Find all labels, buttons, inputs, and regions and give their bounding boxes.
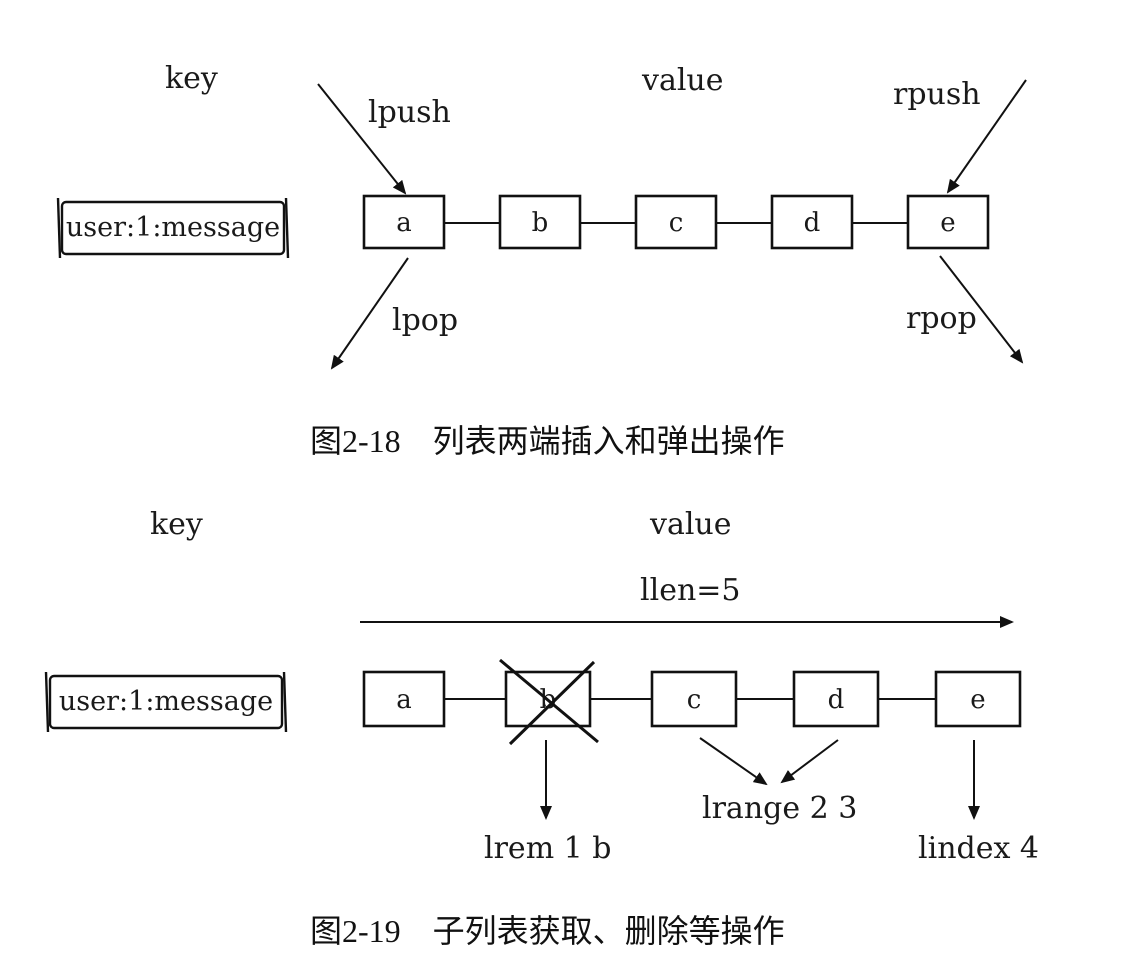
node-label: c [687, 685, 702, 715]
list-node-a: a [362, 194, 446, 250]
key-label: key [165, 61, 218, 96]
key-name: user:1:message [59, 686, 273, 717]
key-label: key [150, 507, 203, 542]
cross-out-mark [499, 658, 599, 744]
list-node-c: c [634, 194, 718, 250]
figure-caption: 图2-18 列表两端插入和弹出操作 [310, 423, 785, 459]
key-name: user:1:message [66, 212, 280, 243]
key-box: user:1:message [56, 197, 290, 259]
rpop-arrow [939, 255, 1024, 364]
node-label: c [669, 208, 684, 238]
lrange-arrow-left [699, 737, 768, 786]
list-node-d: d [792, 670, 880, 728]
lrem-label: lrem 1 b [484, 831, 612, 866]
node-label: e [970, 685, 985, 715]
node-label: e [940, 208, 955, 238]
rpop-label: rpop [906, 301, 977, 336]
diagram-list-range-remove: key value llen=5 user:1:message a b [44, 507, 1039, 949]
list-node-e: e [906, 194, 990, 250]
node-label: a [396, 208, 412, 238]
lpush-arrow [317, 83, 407, 195]
figure-caption: 图2-19 子列表获取、删除等操作 [310, 913, 785, 949]
value-label: value [649, 507, 732, 542]
node-label: d [828, 685, 845, 715]
node-label: a [396, 685, 412, 715]
cross-out-mark [508, 660, 596, 746]
lpop-arrow [330, 257, 409, 370]
lindex-label: lindex 4 [918, 831, 1039, 866]
list-node-c: c [650, 670, 738, 728]
lpush-label: lpush [368, 95, 451, 130]
node-label: d [804, 208, 821, 238]
rpush-label: rpush [893, 77, 981, 112]
key-box: user:1:message [44, 671, 288, 733]
value-label: value [641, 63, 724, 98]
list-node-d: d [770, 194, 854, 250]
list-node-b: b [498, 194, 582, 250]
lrange-arrow-right [780, 739, 839, 784]
length-label: llen=5 [640, 573, 741, 608]
diagram-list-push-pop: key value user:1:message a b c d [56, 61, 1027, 459]
list-node-e: e [934, 670, 1022, 728]
node-label: b [532, 208, 549, 238]
list-node-b-removed: b [499, 658, 599, 746]
lpop-label: lpop [392, 303, 458, 338]
lrange-label: lrange 2 3 [702, 791, 857, 826]
list-node-a: a [362, 670, 446, 728]
rpush-arrow [946, 79, 1027, 194]
